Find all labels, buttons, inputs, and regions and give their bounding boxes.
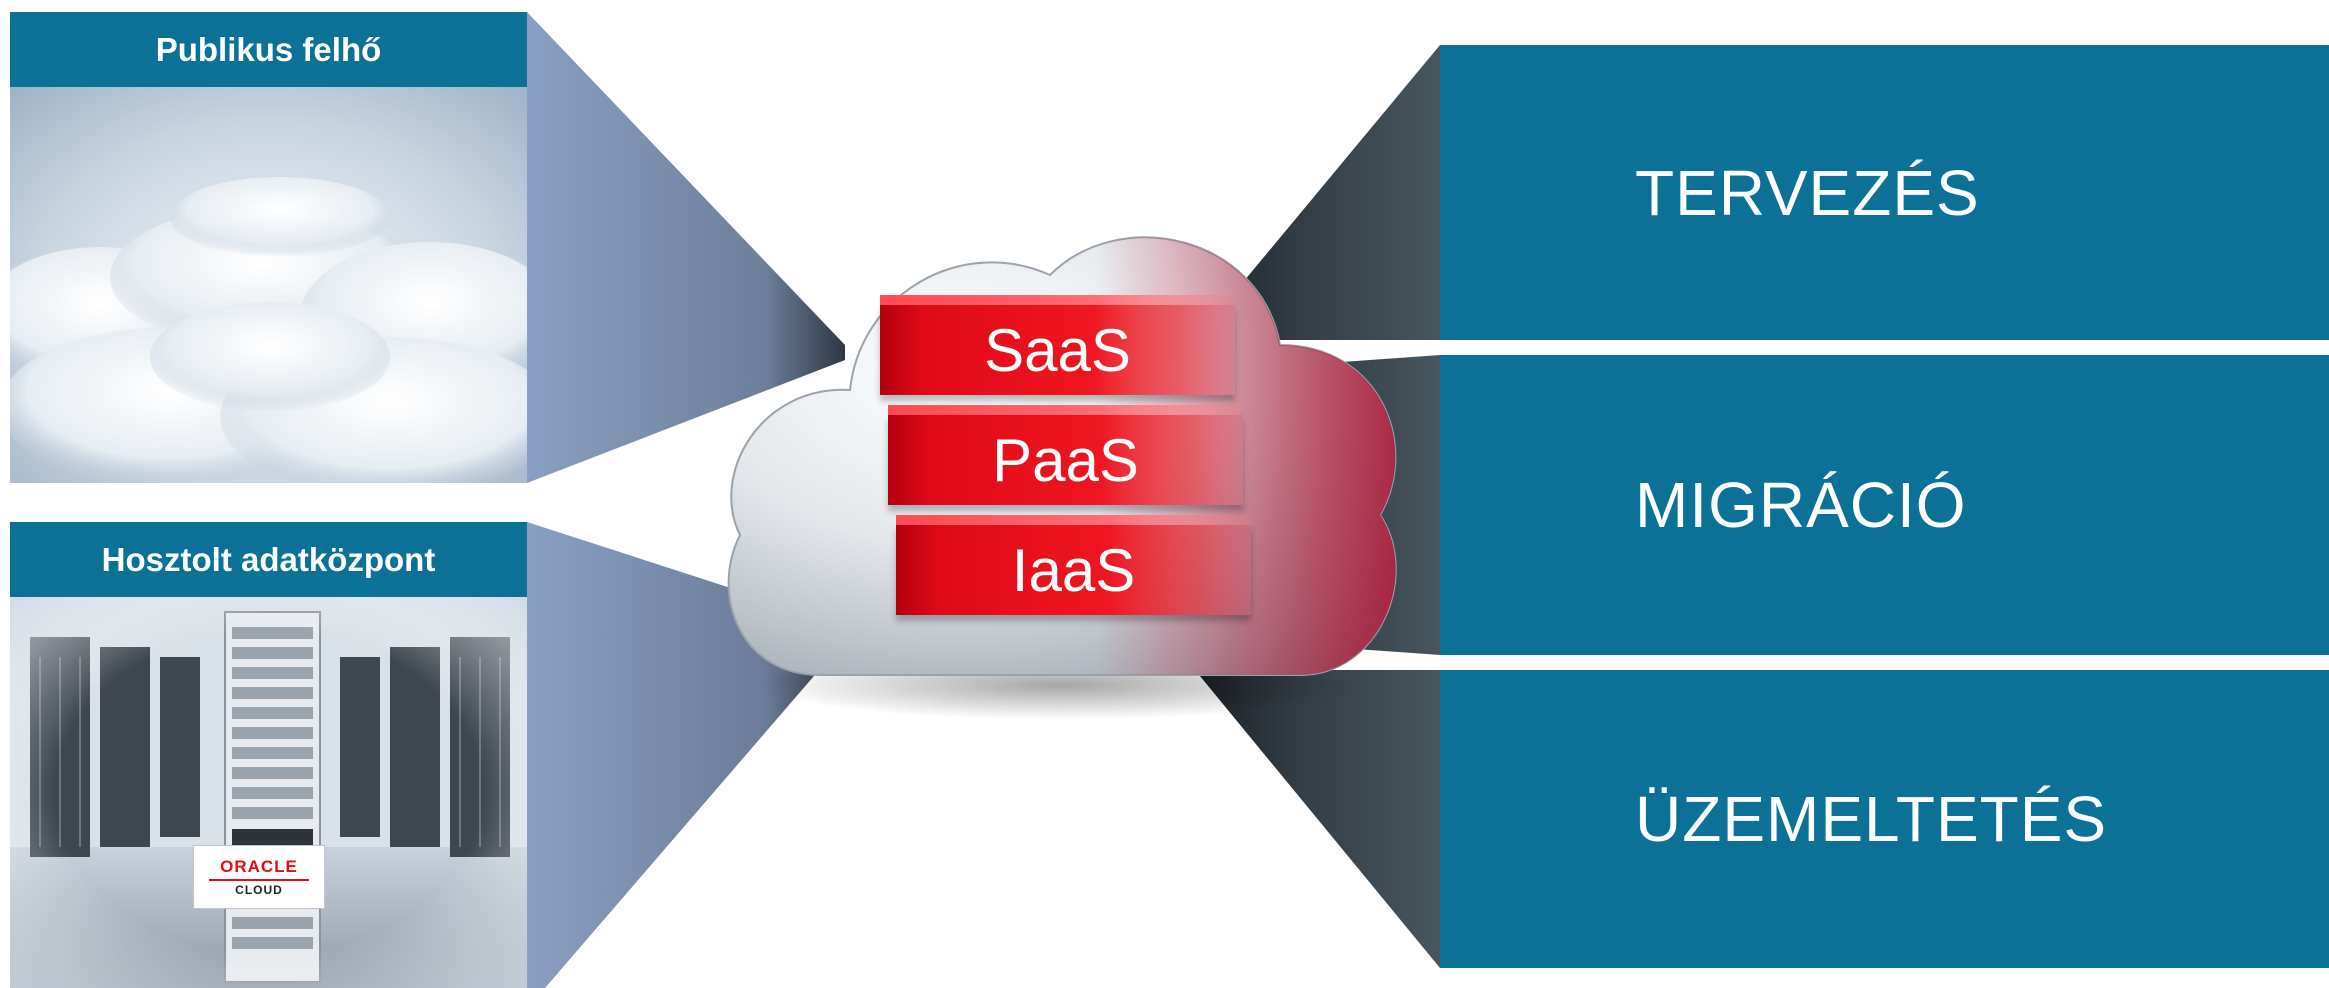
tier-saas-face bbox=[880, 305, 1235, 395]
beam-planning bbox=[1195, 45, 1440, 340]
server-room-image bbox=[10, 597, 527, 988]
beam-operations bbox=[1195, 670, 1440, 968]
tier-saas-label: SaaS bbox=[984, 316, 1131, 384]
planning-box: TERVEZÉS bbox=[1440, 45, 2329, 340]
hosted-datacenter-panel: Hosztolt adatközpont bbox=[10, 522, 527, 988]
tier-iaas-face bbox=[896, 525, 1251, 615]
tier-paas-face bbox=[888, 415, 1243, 505]
migration-box: MIGRÁCIÓ bbox=[1440, 355, 2329, 655]
public-cloud-panel: Publikus felhő bbox=[10, 12, 527, 483]
hosted-datacenter-title: Hosztolt adatközpont bbox=[10, 522, 527, 597]
tier-saas-top bbox=[880, 295, 1235, 305]
oracle-logo-rule bbox=[209, 879, 309, 881]
planning-label: TERVEZÉS bbox=[1635, 156, 1980, 229]
operations-box: ÜZEMELTETÉS bbox=[1440, 670, 2329, 968]
oracle-logo-text: ORACLE bbox=[220, 857, 298, 876]
public-cloud-title: Publikus felhő bbox=[10, 12, 527, 87]
tier-paas-label: PaaS bbox=[992, 426, 1139, 494]
tier-saas: SaaS bbox=[880, 295, 1235, 395]
migration-label: MIGRÁCIÓ bbox=[1635, 469, 1967, 541]
operations-label: ÜZEMELTETÉS bbox=[1635, 783, 2108, 855]
beam-public-cloud bbox=[527, 12, 845, 483]
tier-iaas-label: IaaS bbox=[1011, 536, 1136, 604]
clouds-image bbox=[10, 87, 527, 483]
oracle-cloud-badge: ORACLE CLOUD bbox=[193, 845, 325, 909]
oracle-cloud-text: CLOUD bbox=[235, 883, 283, 897]
tier-paas-top bbox=[888, 405, 1243, 415]
tier-iaas-top bbox=[896, 515, 1251, 525]
tier-iaas: IaaS bbox=[896, 515, 1251, 615]
tier-paas: PaaS bbox=[888, 405, 1243, 505]
